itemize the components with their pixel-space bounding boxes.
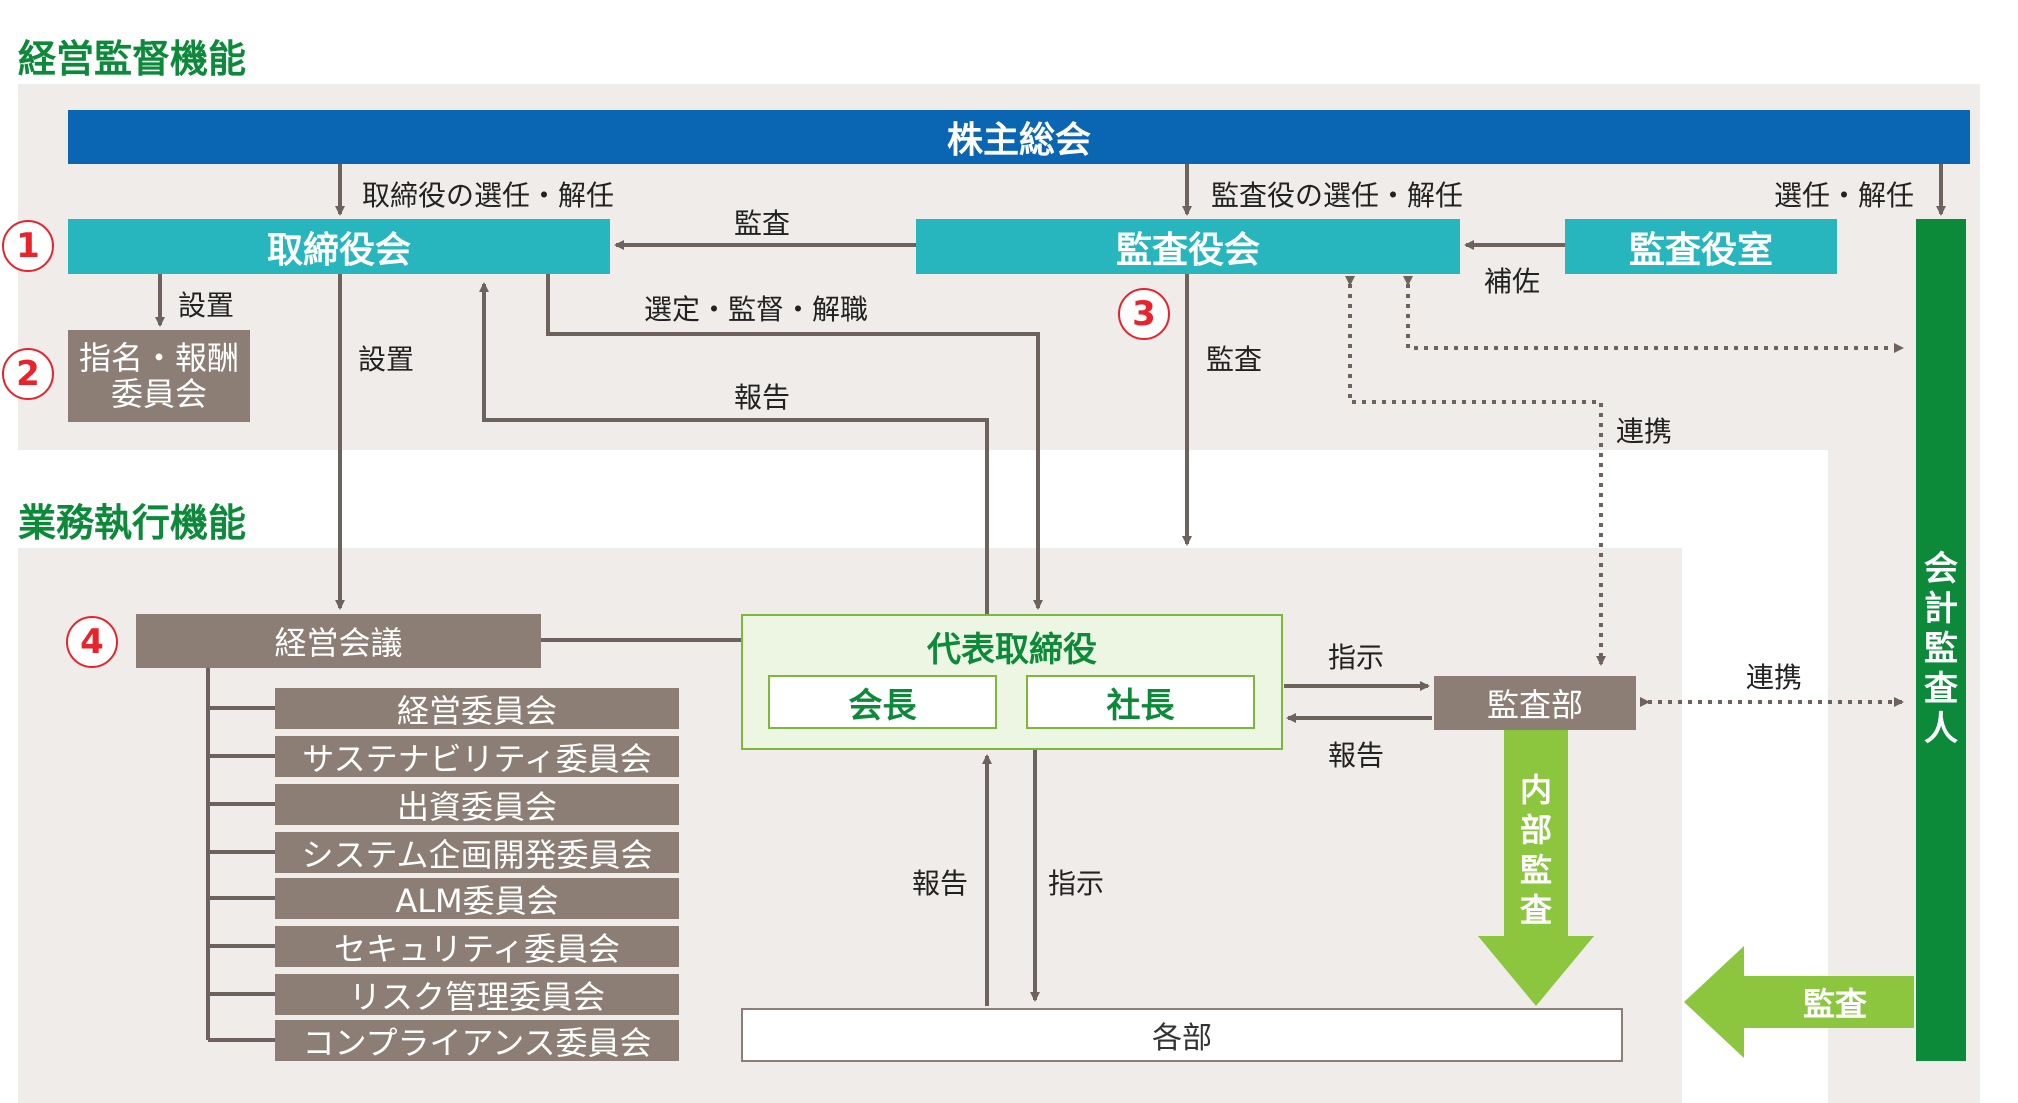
section-title-execution: 業務執行機能 [18, 501, 247, 545]
label-report-bottom: 報告 [912, 867, 969, 900]
auditor-char: 監 [1924, 629, 1958, 669]
committee-item: セキュリティ委員会 [275, 926, 679, 968]
label-elect: 選任・解任 [1774, 179, 1915, 212]
label-select: 選定・監督・解職 [644, 293, 869, 326]
label-report-top: 報告 [734, 381, 791, 414]
auditor-char: 査 [1924, 669, 1958, 709]
internal-audit-label: 内 部 監 査 [1514, 770, 1558, 930]
management-meeting: 経営会議 [136, 614, 541, 668]
president-box: 社長 [1026, 675, 1255, 729]
internal-audit-char: 監 [1519, 851, 1552, 889]
nomination-committee: 指名・報酬 委員会 [68, 330, 250, 422]
label-director-elect: 取締役の選任・解任 [362, 179, 615, 212]
label-collab-2: 連携 [1746, 661, 1803, 694]
number-badge-2: 2 [2, 348, 54, 400]
internal-audit-char: 内 [1519, 771, 1552, 809]
number-badge-4: 4 [66, 616, 118, 668]
accounting-auditor: 会 計 監 査 人 [1916, 219, 1966, 1061]
committee-item: 経営委員会 [275, 688, 679, 730]
internal-audit-arrow [1478, 730, 1594, 1006]
label-auditor-elect: 監査役の選任・解任 [1211, 179, 1464, 212]
auditor-char: 人 [1924, 709, 1958, 749]
line-report-to-board [479, 282, 989, 614]
auditor-char: 計 [1924, 589, 1958, 629]
audit-department: 監査部 [1434, 676, 1636, 730]
line-collab-audit-board-dept [1345, 276, 1606, 666]
committee-item: 出資委員会 [275, 784, 679, 826]
auditor-char: 会 [1924, 549, 1958, 589]
label-audit-mid: 監査 [1206, 343, 1263, 376]
label-instruct-bottom: 指示 [1048, 867, 1105, 900]
audit-and-supervisory-board: 監査役会 [916, 219, 1460, 274]
audit-arrow-label: 監査 [1802, 985, 1867, 1023]
internal-audit-char: 部 [1519, 811, 1552, 849]
number-badge-3: 3 [1118, 288, 1170, 340]
number-badge-1: 1 [2, 220, 54, 272]
departments-box: 各部 [741, 1008, 1623, 1062]
board-of-directors: 取締役会 [68, 219, 610, 274]
chairman-box: 会長 [768, 675, 997, 729]
label-instruct-1: 指示 [1328, 641, 1385, 674]
committee-item: サステナビリティ委員会 [275, 736, 679, 778]
nomination-line-1: 指名・報酬 [78, 339, 239, 377]
shareholders-meeting: 株主総会 [68, 110, 1970, 164]
section-title-oversight: 経営監督機能 [18, 37, 247, 81]
label-collab-1: 連携 [1616, 415, 1673, 448]
line-collab-audit-board-auditor [1403, 276, 1904, 353]
representative-director-title: 代表取締役 [927, 630, 1097, 670]
label-assist: 補佐 [1484, 265, 1541, 298]
audit-office: 監査役室 [1565, 219, 1837, 274]
committee-item: ALM委員会 [275, 878, 679, 920]
committee-item: システム企画開発委員会 [275, 832, 679, 874]
line-select [546, 274, 1043, 610]
nomination-line-2: 委員会 [110, 375, 207, 413]
audit-arrow [1684, 946, 1914, 1058]
label-install-2: 設置 [358, 343, 415, 376]
label-audit-top: 監査 [734, 207, 791, 240]
internal-audit-char: 査 [1519, 891, 1552, 929]
committee-item: コンプライアンス委員会 [275, 1020, 679, 1062]
label-install-1: 設置 [178, 289, 235, 322]
label-report-mid: 報告 [1328, 739, 1385, 772]
committee-item: リスク管理委員会 [275, 974, 679, 1016]
